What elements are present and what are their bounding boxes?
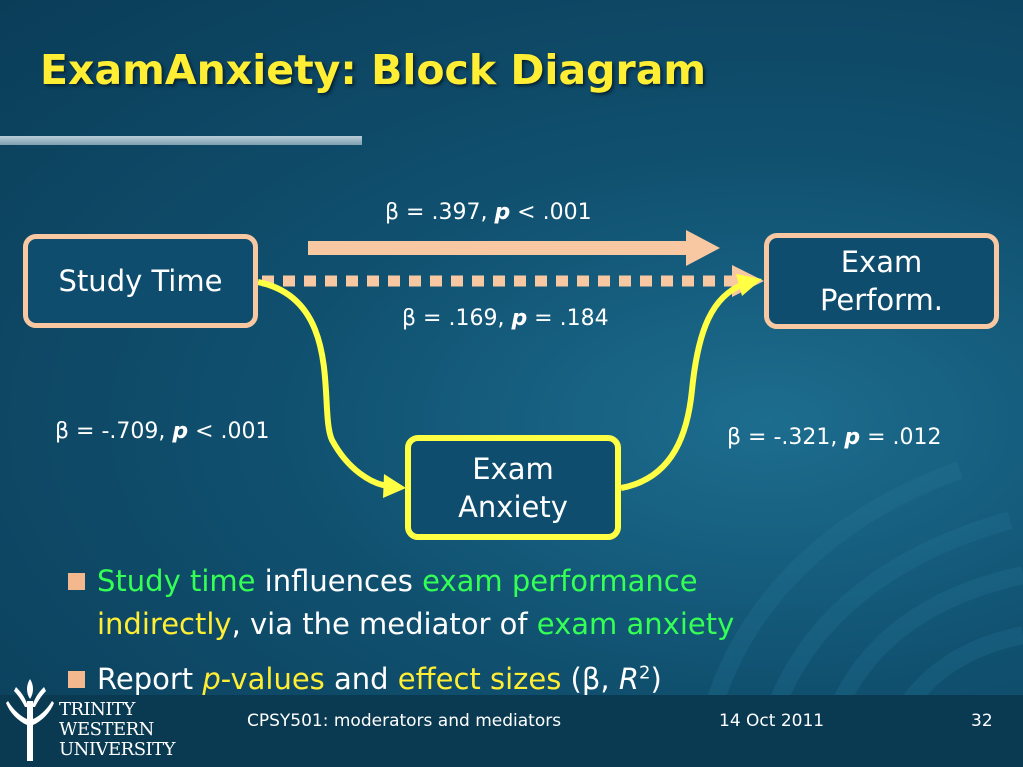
title-underline	[0, 136, 362, 145]
total-effect-beta: β = .397,	[385, 200, 495, 225]
total-effect-p-symbol: p	[494, 200, 511, 225]
bullet1-exam-performance: exam performance	[422, 564, 698, 598]
wordmark-line3: UNIVERSITY	[59, 739, 176, 760]
bullet2-report: Report	[97, 662, 203, 696]
exam-anxiety-label-line1: Exam	[472, 451, 554, 486]
path-b-coefficient: β = -.321, p = .012	[727, 425, 942, 450]
total-effect-arrow	[308, 230, 720, 266]
bullet2-and: and	[324, 662, 398, 696]
footer-date: 14 Oct 2011	[719, 711, 825, 731]
bullet1-exam-anxiety: exam anxiety	[536, 607, 735, 641]
university-logo-icon	[6, 679, 54, 761]
exam-anxiety-box: Exam Anxiety	[405, 435, 621, 540]
slide-number: 32	[971, 711, 993, 731]
exam-anxiety-label-line2: Anxiety	[458, 489, 568, 524]
bullet1-via-mediator: , via the mediator of	[231, 607, 537, 641]
total-effect-p-value: < .001	[510, 200, 592, 225]
path-a-p-symbol: p	[172, 419, 189, 444]
path-a-arrow	[257, 279, 389, 489]
path-b-arrow	[620, 281, 746, 491]
path-b-beta: β = -.321,	[727, 425, 845, 450]
footer-bar	[0, 695, 1023, 767]
path-a-p-value: < .001	[188, 419, 270, 444]
study-time-label: Study Time	[58, 264, 223, 298]
square-bullet-icon	[68, 671, 85, 688]
bullet1-indirectly: indirectly	[97, 607, 232, 641]
bullet2-values: -values	[220, 662, 325, 696]
path-a-beta: β = -.709,	[55, 419, 173, 444]
exam-performance-box: Exam Perform.	[764, 233, 999, 329]
exam-performance-label-line2: Perform.	[819, 283, 944, 317]
bullet2-r-squared-exponent: 2	[638, 662, 651, 684]
bullet2-beta-paren: (β,	[561, 662, 619, 696]
path-b-p-value: = .012	[860, 425, 942, 450]
path-b-arrowhead	[736, 274, 762, 296]
direct-effect-p-symbol: p	[511, 306, 528, 331]
bullet2-p: p	[202, 662, 221, 696]
wordmark-line2: WESTERN	[59, 719, 154, 740]
exam-performance-label-line1: Exam	[840, 245, 923, 279]
bullet-list: Study time influences exam performance in…	[66, 560, 946, 713]
study-time-box: Study Time	[23, 234, 258, 328]
bullet-item-report: Report p-values and effect sizes (β, R2)	[66, 658, 946, 701]
bullet-item-indirect-effect: Study time influences exam performance in…	[66, 560, 946, 646]
path-a-arrowhead	[383, 474, 406, 498]
bullet1-study-time: Study time	[97, 564, 256, 598]
university-wordmark: TRINITY WESTERN UNIVERSITY	[59, 699, 176, 760]
direct-effect-coefficient: β = .169, p = .184	[402, 306, 609, 331]
direct-effect-p-value: = .184	[527, 306, 609, 331]
footer-course: CPSY501: moderators and mediators	[247, 711, 562, 731]
bullet1-influences: influences	[255, 564, 423, 598]
path-b-p-symbol: p	[844, 425, 861, 450]
square-bullet-icon	[68, 573, 85, 590]
direct-effect-beta: β = .169,	[402, 306, 512, 331]
path-a-coefficient: β = -.709, p < .001	[55, 419, 270, 444]
bullet2-effect-sizes: effect sizes	[397, 662, 562, 696]
total-effect-coefficient: β = .397, p < .001	[385, 200, 592, 225]
slide-title: ExamAnxiety: Block Diagram	[40, 46, 707, 94]
wordmark-line1: TRINITY	[59, 699, 135, 720]
bullet2-r: R	[618, 662, 639, 696]
bullet2-close-paren: )	[650, 662, 662, 696]
